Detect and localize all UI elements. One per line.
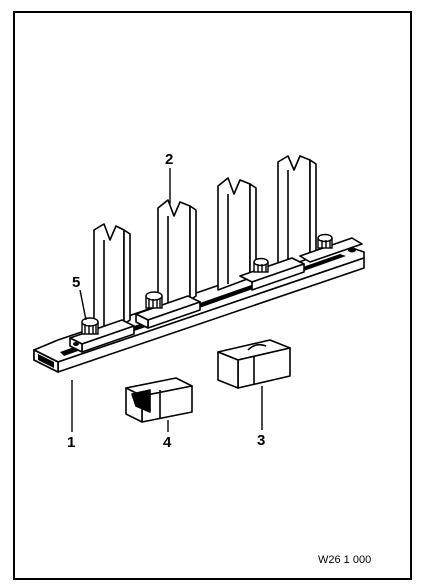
fork-upright-2 xyxy=(157,199,197,313)
insert-piece-3 xyxy=(217,339,291,389)
knurled-screw-3 xyxy=(253,257,269,273)
figure-reference-code: W26 1 000 xyxy=(318,554,371,566)
callout-5: 5 xyxy=(72,274,80,291)
knurled-screw-1 xyxy=(81,317,99,335)
fork-upright-1 xyxy=(93,223,131,337)
clamp-hole xyxy=(73,342,79,346)
clamp-block-4 xyxy=(299,237,363,263)
fork-upright-4 xyxy=(277,155,317,271)
rail-end-tube xyxy=(33,348,59,374)
callout-1: 1 xyxy=(67,434,75,451)
insert-piece-4 xyxy=(125,377,193,423)
knurled-screw-4 xyxy=(317,233,333,249)
callout-4: 4 xyxy=(163,434,172,451)
clamp-block-2 xyxy=(135,295,201,329)
leader-lines xyxy=(71,168,263,432)
callout-2: 2 xyxy=(165,151,173,168)
callout-3: 3 xyxy=(257,432,265,449)
clamp-block-3 xyxy=(239,257,305,291)
knurled-screw-2 xyxy=(145,291,163,309)
